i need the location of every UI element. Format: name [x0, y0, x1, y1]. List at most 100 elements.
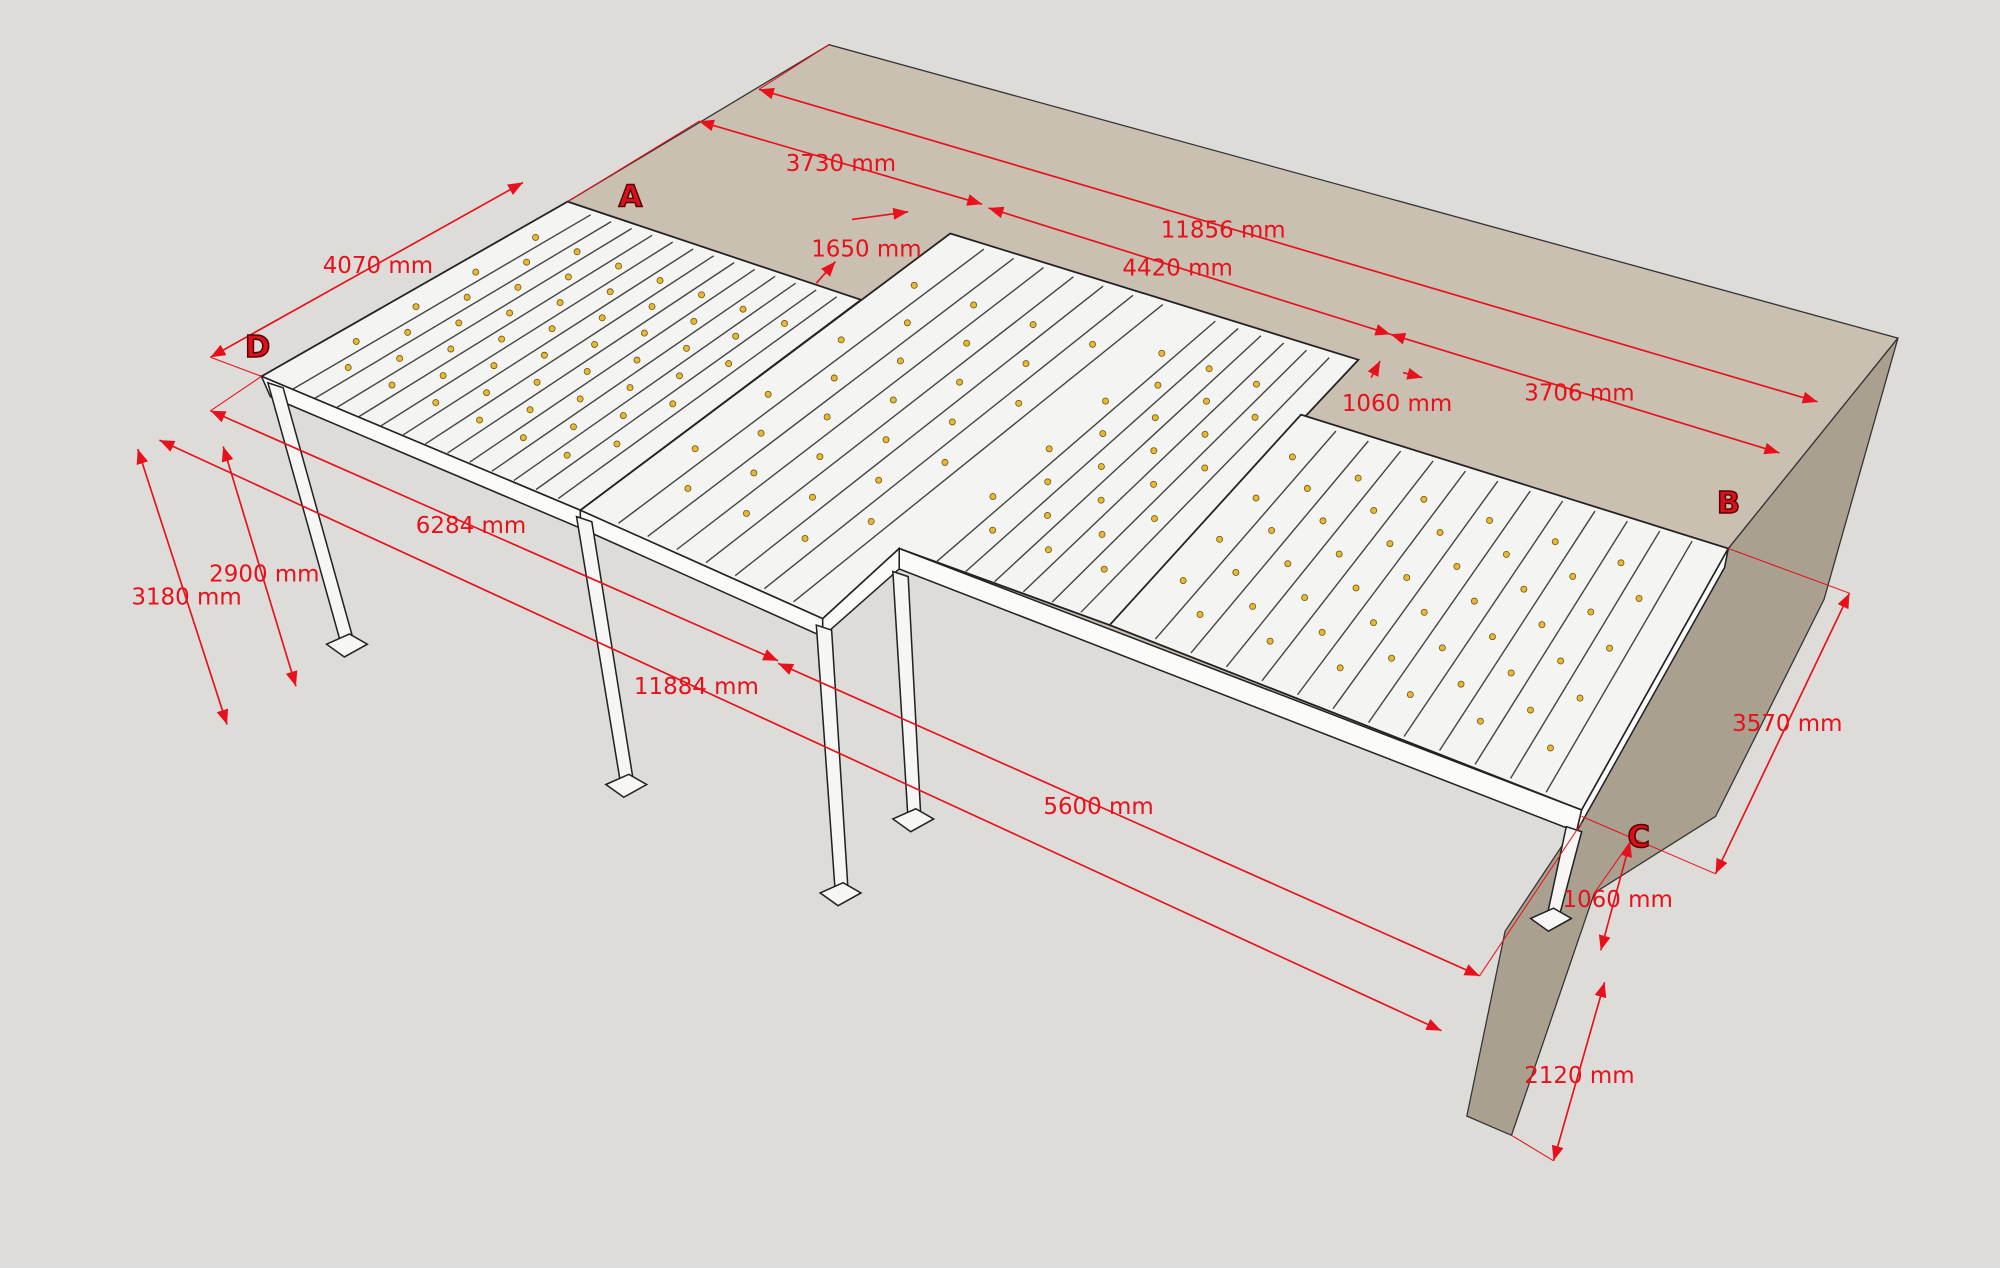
- light-dot: [1388, 654, 1396, 662]
- light-dot: [690, 317, 698, 325]
- dim-2900: 2900 mm: [209, 562, 319, 588]
- light-dot: [1569, 572, 1577, 580]
- light-dot: [684, 485, 692, 492]
- light-dot: [1587, 608, 1595, 616]
- light-dot: [948, 418, 956, 426]
- light-dot: [1470, 597, 1478, 605]
- light-dot: [1319, 517, 1327, 525]
- light-dot: [1318, 628, 1326, 636]
- light-dot: [1266, 637, 1274, 645]
- light-dot: [1352, 584, 1360, 592]
- light-dot: [676, 372, 683, 380]
- dimension-line: [210, 181, 524, 358]
- light-dot: [1420, 495, 1428, 503]
- light-dot: [439, 372, 447, 380]
- light-dot: [1196, 611, 1204, 618]
- dimension-arrow: [815, 261, 837, 284]
- light-dot: [447, 345, 455, 353]
- corner-label-d: D: [245, 330, 270, 365]
- post: [575, 515, 635, 788]
- light-dot: [455, 319, 463, 327]
- light-dot: [490, 362, 498, 370]
- light-dot: [388, 381, 396, 389]
- light-dot: [1486, 517, 1493, 524]
- light-dot: [626, 384, 634, 392]
- light-dot: [956, 378, 964, 386]
- extension-line: [567, 120, 700, 203]
- light-dot: [1635, 594, 1643, 602]
- light-dot: [633, 356, 641, 364]
- light-dot: [556, 299, 564, 307]
- light-dot: [764, 390, 772, 398]
- light-dot: [1100, 565, 1108, 573]
- light-dot: [519, 434, 527, 442]
- light-dot: [757, 429, 765, 437]
- light-dot: [1436, 529, 1444, 536]
- light-dot: [1150, 480, 1157, 488]
- dim-2120: 2120 mm: [1524, 1063, 1634, 1089]
- light-dot: [882, 436, 890, 444]
- light-dot: [1154, 381, 1162, 389]
- extension-line: [210, 375, 262, 412]
- post: [815, 623, 850, 897]
- light-dot: [514, 283, 522, 291]
- dim-11856: 11856 mm: [1161, 217, 1286, 243]
- light-dot: [1097, 463, 1105, 471]
- light-dot: [576, 395, 584, 403]
- light-dot: [1044, 546, 1052, 554]
- post-base-plate: [818, 881, 863, 907]
- light-dot: [1406, 691, 1414, 698]
- light-dot: [615, 262, 622, 270]
- extension-line: [1581, 815, 1716, 875]
- light-dot: [619, 412, 627, 419]
- light-dot: [743, 510, 750, 517]
- light-dot: [1249, 602, 1257, 610]
- light-dot: [1538, 621, 1546, 629]
- light-dot: [1370, 619, 1377, 627]
- dim-1060-top: 1060 mm: [1342, 391, 1452, 417]
- dimension-arrow: [851, 207, 909, 221]
- light-dot: [1476, 717, 1484, 725]
- post-base-plate: [604, 773, 649, 799]
- dim-6284: 6284 mm: [416, 513, 526, 539]
- light-dot: [1617, 559, 1625, 567]
- dimension-line: [777, 662, 1480, 977]
- light-dot: [1015, 399, 1023, 407]
- dimension-arrow: [1402, 368, 1423, 380]
- light-dot: [1098, 530, 1106, 538]
- light-dot: [570, 423, 577, 431]
- light-dot: [1201, 430, 1209, 438]
- light-dot: [732, 332, 740, 340]
- light-dot: [396, 355, 404, 362]
- dimension-arrow: [1367, 360, 1381, 379]
- light-dot: [1268, 527, 1276, 534]
- light-dot: [1527, 706, 1534, 714]
- light-dot: [1252, 494, 1260, 502]
- slat-line: [1474, 520, 1628, 765]
- light-dot: [533, 378, 541, 386]
- light-dot: [698, 291, 705, 299]
- light-dot: [1284, 560, 1292, 568]
- light-dot: [563, 451, 571, 459]
- light-dot: [1158, 349, 1166, 357]
- light-dot: [725, 360, 733, 368]
- light-dot: [548, 325, 556, 333]
- dimension-line: [1390, 332, 1780, 455]
- dim-1650: 1650 mm: [811, 236, 921, 262]
- light-dot: [404, 328, 412, 336]
- light-dot: [656, 277, 664, 284]
- light-dot: [498, 335, 506, 343]
- dim-3730: 3730 mm: [786, 151, 896, 177]
- corner-label-b: B: [1717, 486, 1740, 521]
- light-dot: [1557, 657, 1565, 665]
- extension-line: [210, 356, 262, 377]
- post-base-plate: [891, 807, 936, 833]
- dimension-line: [1714, 592, 1851, 875]
- light-dot: [1151, 414, 1159, 422]
- light-dot: [598, 314, 606, 322]
- light-dot: [640, 329, 648, 337]
- light-dot: [889, 396, 897, 404]
- extension-line: [1593, 841, 1631, 894]
